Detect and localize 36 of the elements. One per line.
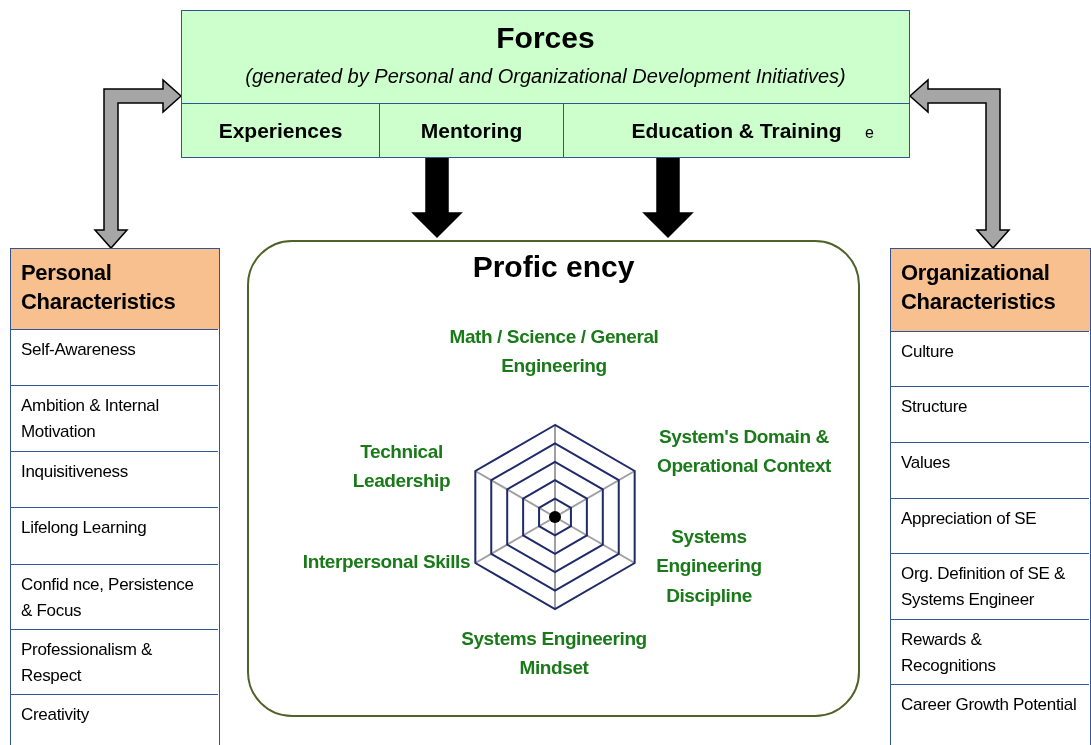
table-cell: Career Growth Potential <box>891 684 1089 745</box>
table-cell: Lifelong Learning <box>11 507 218 564</box>
table-cell: Structure <box>891 386 1089 442</box>
forces-box <box>181 10 910 158</box>
table-cell: Appreciation of SE <box>891 498 1089 553</box>
axis-label: Math / Science / General Engineering <box>449 325 659 379</box>
axis-label: Systems Engineering Discipline <box>655 525 763 608</box>
panel-title: Profic ency <box>471 250 636 284</box>
table-cell: Org. Definition of SE & Systems Engineer <box>891 553 1089 619</box>
table-cell: Culture <box>891 331 1089 386</box>
table-cell: Professionalism & Respect <box>11 629 218 694</box>
table-cell: Rewards & Recognitions <box>891 619 1089 684</box>
text-fragment: e <box>865 124 874 142</box>
table-cell: Creativity <box>11 694 218 745</box>
table-header: Personal Characteristics <box>11 249 219 329</box>
header-cell: Mentoring <box>379 103 564 157</box>
block-arrow <box>93 78 183 250</box>
title: Forces <box>495 21 596 55</box>
table-cell: Self-Awareness <box>11 329 218 385</box>
proficiency-panel <box>247 240 860 717</box>
axis-label: Systems Engineering Mindset <box>460 627 648 681</box>
block-arrow <box>411 156 463 239</box>
axis-label: Interpersonal Skills <box>301 550 472 574</box>
table-cell: Ambition & Internal Motivation <box>11 385 218 451</box>
characteristics-table <box>10 248 220 745</box>
header-cell: Experiences <box>182 103 379 157</box>
block-arrow <box>908 78 1011 250</box>
block-arrow <box>642 156 694 239</box>
characteristics-table <box>890 248 1091 745</box>
table-header: Organizational Characteristics <box>891 249 1090 331</box>
table-cell: Values <box>891 442 1089 498</box>
subtitle: (generated by Personal and Organizational Development Initiatives) <box>244 65 847 88</box>
axis-label: System's Domain & Operational Context <box>656 425 832 479</box>
table-cell: Inquisitiveness <box>11 451 218 507</box>
axis-label: Technical Leadership <box>351 440 452 494</box>
table-cell: Confid nce, Persistence & Focus <box>11 564 218 629</box>
